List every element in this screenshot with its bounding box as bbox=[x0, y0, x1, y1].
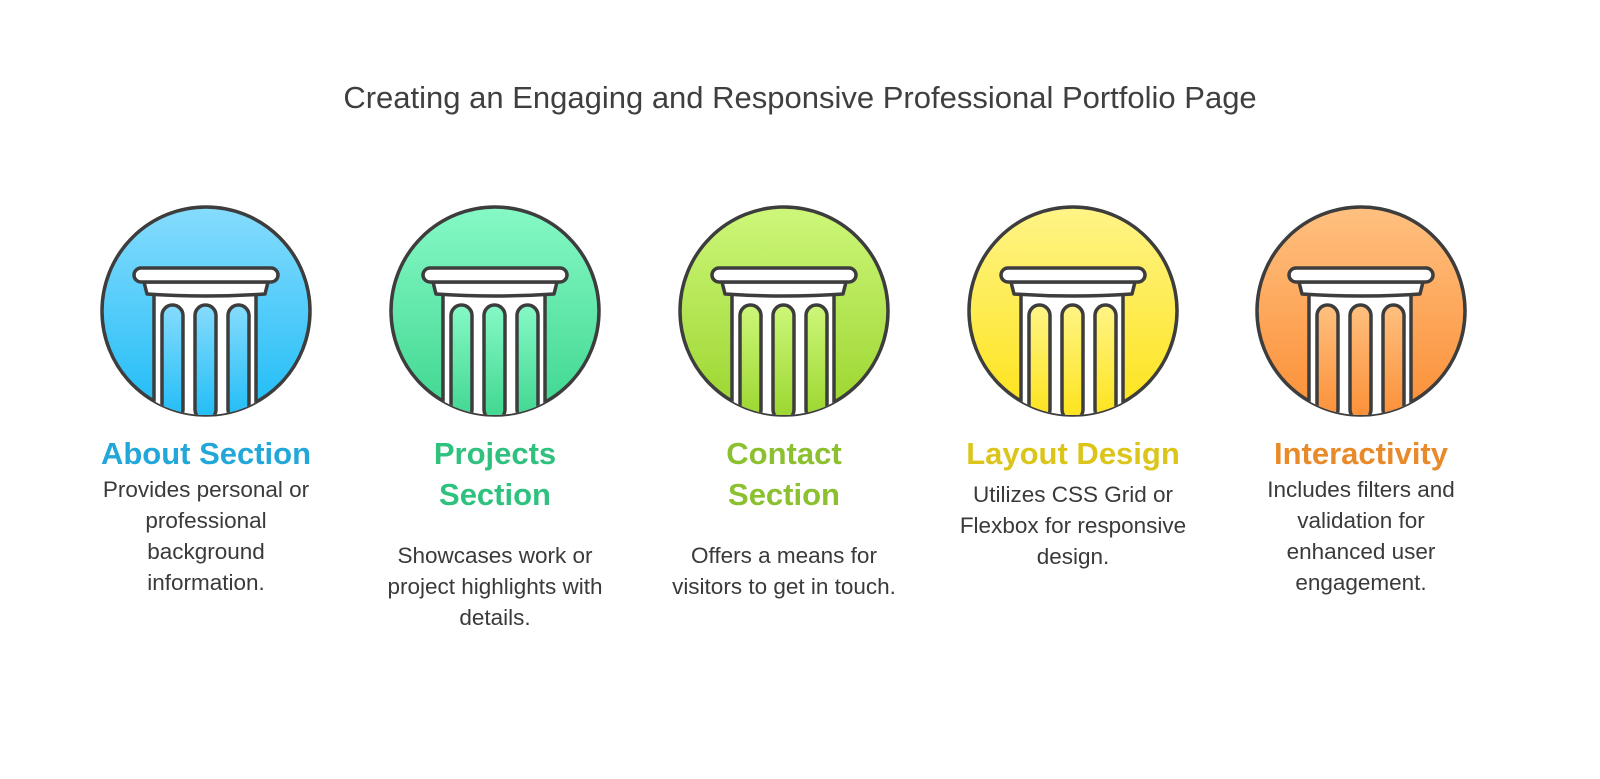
pillar-title: Interactivity bbox=[1273, 436, 1448, 471]
pillar-description: Utilizes CSS Grid or Flexbox for respons… bbox=[959, 482, 1187, 569]
pillar-title: Projects Section bbox=[433, 436, 557, 512]
pillar-icon bbox=[1255, 205, 1467, 417]
pillar-title: Layout Design bbox=[966, 436, 1180, 471]
pillar-icon bbox=[967, 205, 1179, 417]
pillar-title: Contact Section bbox=[726, 436, 842, 512]
pillar-description: Includes filters and validation for enha… bbox=[1267, 477, 1455, 595]
pillar-description: Provides personal or professional backgr… bbox=[102, 477, 310, 595]
pillar-description: Showcases work or project highlights wit… bbox=[387, 543, 603, 630]
pillar-layout-design: Layout Design Utilizes CSS Grid or Flexb… bbox=[948, 205, 1198, 572]
pillar-about-section: About Section Provides personal or profe… bbox=[81, 205, 331, 598]
pillar-contact-section: Contact Section Offers a means for visit… bbox=[659, 205, 909, 602]
pillar-icon bbox=[389, 205, 601, 417]
page-title: Creating an Engaging and Responsive Prof… bbox=[343, 80, 1257, 115]
pillar-icon bbox=[100, 205, 312, 417]
pillar-icon bbox=[678, 205, 890, 417]
pillar-title: About Section bbox=[100, 436, 312, 471]
pillar-projects-section: Projects Section Showcases work or proje… bbox=[370, 205, 620, 633]
pillar-interactivity: Interactivity Includes filters and valid… bbox=[1236, 205, 1486, 598]
pillar-description: Offers a means for visitors to get in to… bbox=[672, 543, 896, 599]
